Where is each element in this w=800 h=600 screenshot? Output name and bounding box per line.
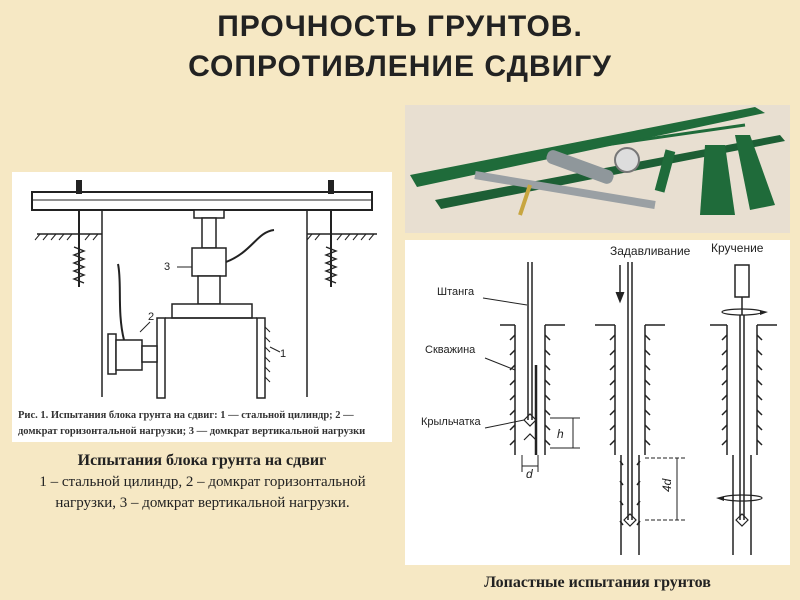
label-2: 2	[148, 311, 154, 323]
label-torsion: Кручение	[711, 241, 764, 255]
vane-test-caption: Лопастные испытания грунтов	[484, 574, 711, 591]
label-3: 3	[164, 261, 170, 273]
figure-caption-line1: Рис. 1. Испытания блока грунта на сдвиг:…	[18, 410, 354, 421]
slide-title-line2: СОПРОТИВЛЕНИЕ СДВИГУ	[188, 50, 612, 83]
vane-test-diagram: Задавливание Кручение h d Штанга	[405, 240, 790, 565]
vane-tools-photo	[405, 105, 790, 233]
shear-test-figure: 3 1 2 Рис. 1. Испытания блока грунта на …	[12, 172, 392, 442]
label-rod: Штанга	[437, 286, 475, 298]
dim-h: h	[557, 427, 564, 441]
shear-test-caption-title: Испытания блока грунта на сдвиг	[77, 452, 327, 469]
shear-test-drawing: 3 1 2 Рис. 1. Испытания блока грунта на …	[18, 180, 377, 437]
dim-d: d	[526, 467, 533, 481]
label-pressing: Задавливание	[610, 244, 691, 258]
dim-4d: 4d	[660, 478, 674, 492]
label-1: 1	[280, 348, 286, 360]
slide-title-line1: ПРОЧНОСТЬ ГРУНТОВ.	[217, 10, 583, 43]
shear-test-caption-body: 1 – стальной цилиндр, 2 – домкрат горизо…	[39, 474, 366, 511]
label-vane: Крыльчатка	[421, 416, 482, 428]
figure-caption-line2: домкрат горизонтальной нагрузки; 3 — дом…	[18, 426, 365, 437]
label-borehole: Скважина	[425, 344, 476, 356]
